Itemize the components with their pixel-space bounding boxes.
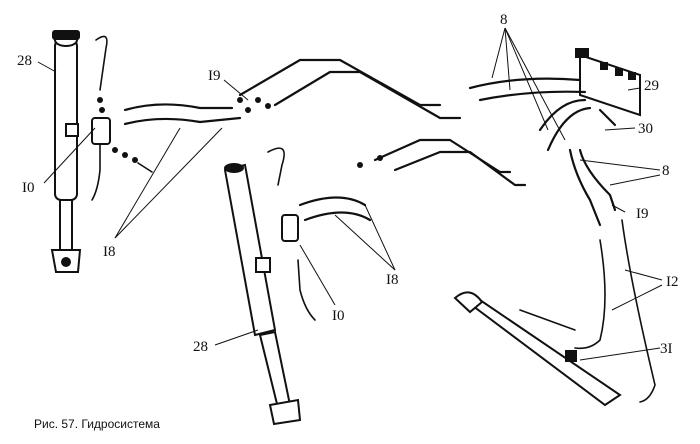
label-29: 29 [644,78,659,94]
long-hoses [574,219,656,403]
label-18-left: I8 [103,244,116,260]
label-28-bottom: 28 [193,339,208,355]
left-cylinder [50,30,82,273]
label-19-right: I9 [636,206,649,222]
label-10-left: I0 [22,180,35,196]
left-valve-group [91,35,153,201]
middle-valve-group [267,147,372,321]
right-hoses [468,77,617,227]
middle-cylinder [223,163,302,426]
leader-lines [37,27,663,361]
label-19-top: I9 [208,68,221,84]
label-18-mid: I8 [386,272,399,288]
figure-caption: Рис. 57. Гидросистема [34,417,160,431]
label-8-top: 8 [500,12,508,28]
bottom-cylinder [453,291,622,407]
label-10-mid: I0 [332,308,345,324]
distributor-block [575,48,641,127]
label-30: 30 [638,121,653,137]
label-31: 3I [660,341,673,357]
label-8-right: 8 [662,163,670,179]
left-hoses [123,97,271,126]
label-12: I2 [666,274,679,290]
label-28-top: 28 [17,53,32,69]
middle-pipes [357,138,527,187]
upper-pipes [238,58,462,120]
